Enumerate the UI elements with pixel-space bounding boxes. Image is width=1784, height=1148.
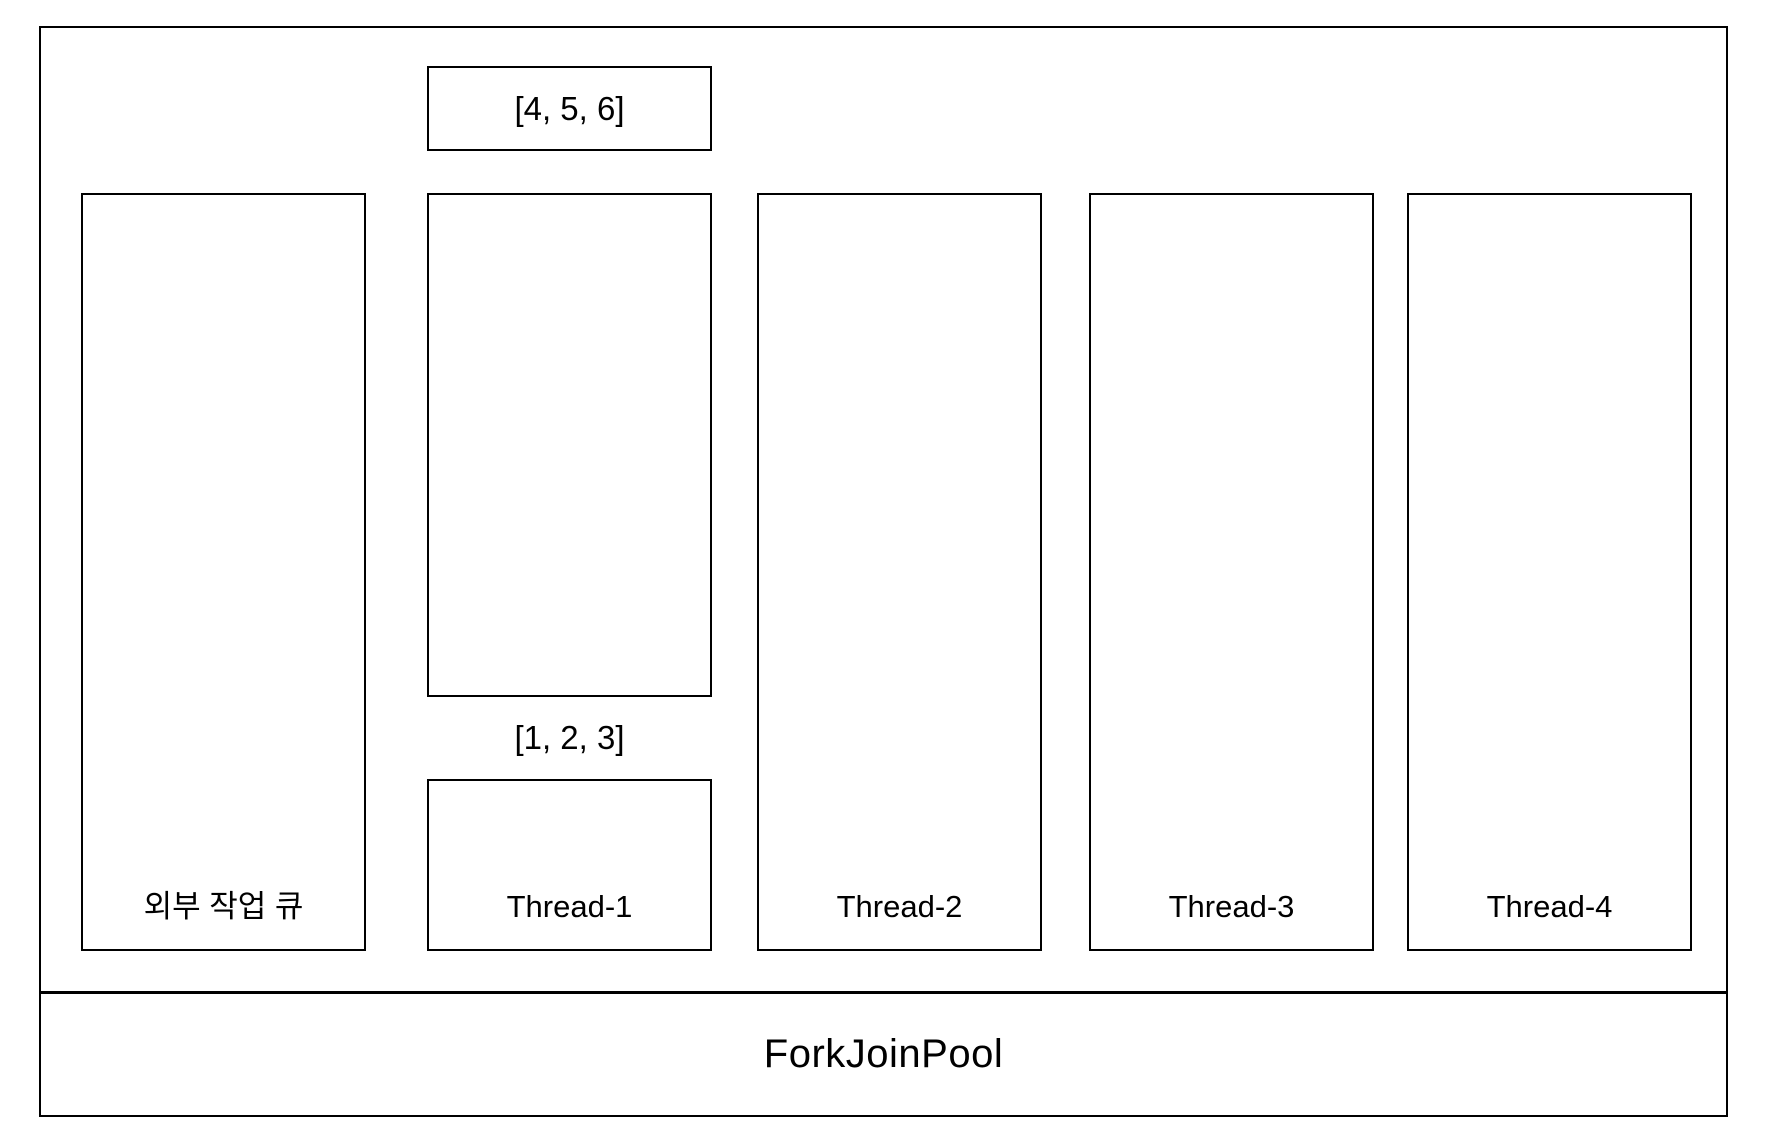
thread-1-label: Thread-1 xyxy=(506,889,633,924)
forkjoinpool-title: ForkJoinPool xyxy=(763,1032,1004,1076)
thread-1-column: Thread-1 xyxy=(427,193,712,951)
thread-3-column: Thread-3 xyxy=(1089,193,1374,951)
thread-2-label: Thread-2 xyxy=(836,889,963,924)
thread-1-queue-cell: [1, 2, 3] xyxy=(427,695,712,781)
forkjoinpool-title-strip: ForkJoinPool xyxy=(39,991,1728,1117)
thread-3-label: Thread-3 xyxy=(1168,889,1295,924)
thread-4-label: Thread-4 xyxy=(1486,889,1613,924)
external-task-label: [4, 5, 6] xyxy=(514,89,625,127)
thread-4-column: Thread-4 xyxy=(1407,193,1692,951)
thread-1-queue-items: [1, 2, 3] xyxy=(514,719,625,756)
external-queue-column: 외부 작업 큐 xyxy=(81,193,366,951)
external-task-box: [4, 5, 6] xyxy=(427,66,712,151)
thread-2-column: Thread-2 xyxy=(757,193,1042,951)
external-queue-label: 외부 작업 큐 xyxy=(143,889,304,924)
